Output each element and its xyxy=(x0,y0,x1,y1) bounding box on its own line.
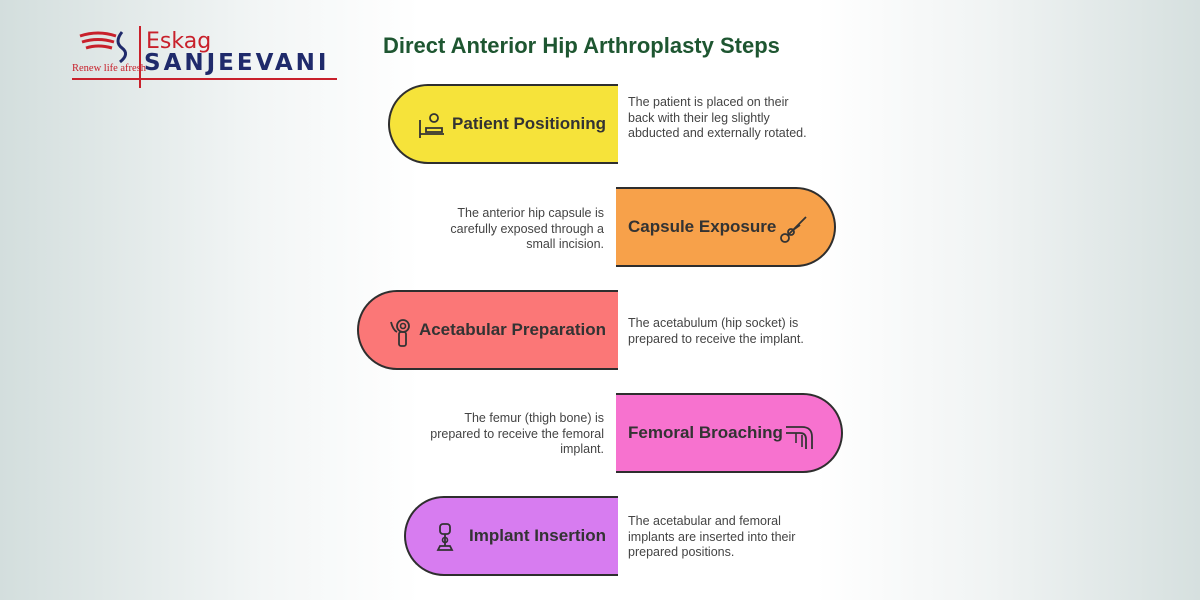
step-label: Patient Positioning xyxy=(452,114,606,133)
step-label: Acetabular Preparation xyxy=(418,320,606,339)
step-description: The anterior hip capsule is carefully ex… xyxy=(450,206,604,251)
step-capsule-exposure: Capsule Exposure xyxy=(616,187,836,267)
logo-tagline: Renew life afresh xyxy=(72,63,147,74)
diagram-title: Direct Anterior Hip Arthroplasty Steps xyxy=(383,33,780,58)
step-description: The patient is placed on their back with… xyxy=(628,95,807,140)
step-label: Capsule Exposure xyxy=(628,217,777,236)
knee-joint-icon xyxy=(786,426,813,449)
step-description: The femur (thigh bone) is prepared to re… xyxy=(430,411,604,456)
logo-brand-top: Eskag xyxy=(146,29,212,54)
patient-bed-icon xyxy=(419,113,444,138)
step-description: The acetabulum (hip socket) is prepared … xyxy=(628,316,804,346)
logo-brand-main: SANJEEVANI xyxy=(144,50,330,76)
prosthesis-icon xyxy=(436,523,454,551)
logo-divider xyxy=(139,26,141,88)
step-femoral-broaching: Femoral Broaching xyxy=(616,393,843,473)
logo-underline xyxy=(72,78,337,80)
step-label: Femoral Broaching xyxy=(628,423,783,442)
hip-joint-icon xyxy=(390,319,410,347)
scissors-icon xyxy=(780,216,807,243)
brand-logo: Eskag SANJEEVANI Renew life afresh xyxy=(72,26,342,88)
step-patient-positioning: Patient Positioning xyxy=(388,84,618,164)
step-implant-insertion: Implant Insertion xyxy=(404,496,618,576)
step-description: The acetabular and femoral implants are … xyxy=(628,514,796,559)
logo-mark-icon xyxy=(79,31,127,64)
step-acetabular-preparation: Acetabular Preparation xyxy=(357,290,618,370)
step-label: Implant Insertion xyxy=(469,526,606,545)
